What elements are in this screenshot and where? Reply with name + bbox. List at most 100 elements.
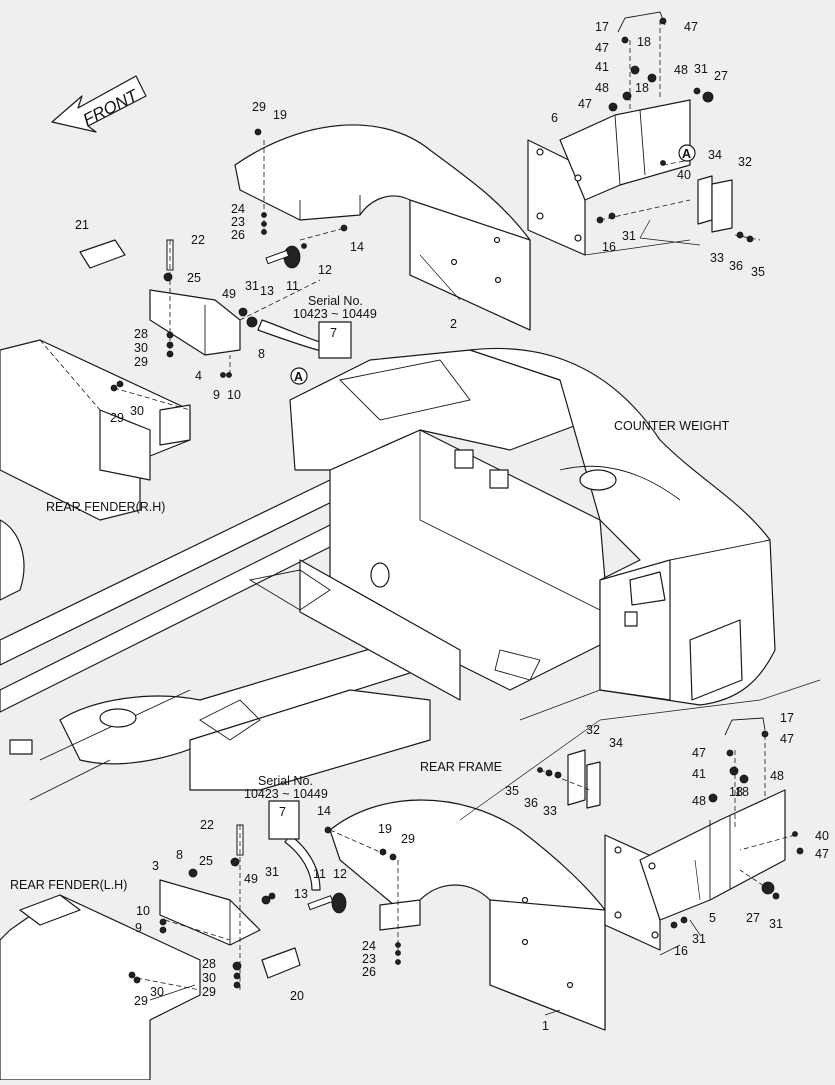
part-number: 28 [134,327,148,341]
rear-fender-rh-body [0,339,191,601]
part-number: 26 [362,965,376,979]
part-number: 34 [708,148,722,162]
part-number: 16 [602,240,616,254]
part-number: 21 [75,218,89,232]
part-number: 47 [595,41,609,55]
part-number: 11 [313,867,326,881]
fender-upper [234,124,531,331]
label-rear-frame: REAR FRAME [420,760,502,774]
part-number: 2 [450,317,457,331]
part-number: 23 [362,952,376,966]
part-number: 30 [150,985,164,999]
callout-marker-a-lower: A [290,367,308,385]
label-counter-weight: COUNTER WEIGHT [614,419,730,433]
part-number: 29 [110,411,124,425]
part-numbers-lower: 32 34 17 47 47 41 18 48 35 36 33 48 18 4… [134,711,829,1033]
part-number: 24 [362,939,376,953]
latch-20 [261,947,301,979]
part-number: 49 [244,872,258,886]
part-number: 19 [378,822,392,836]
part-number: 47 [815,847,829,861]
part-number: 31 [265,865,279,879]
part-number: 9 [135,921,142,935]
part-number: 36 [729,259,743,273]
part-number: 48 [674,63,688,77]
part-number: 3 [152,859,159,873]
part-number: 31 [694,62,708,76]
part-number: 18 [729,785,743,799]
part-number: 31 [692,932,706,946]
part-number: 25 [199,854,213,868]
serial-arrow-lower [284,834,321,891]
part-number: 34 [609,736,623,750]
part-number: 47 [692,746,706,760]
part-number: 28 [202,957,216,971]
part-number: 30 [134,341,148,355]
part-number: 4 [195,369,202,383]
rear-fender-lh-body [0,894,201,1081]
part-number: 47 [684,20,698,34]
part-number: 40 [815,829,829,843]
hinge-3 [159,879,261,946]
serial-lower-range: 10423 ~ 10449 [244,787,328,801]
part-number: 35 [505,784,519,798]
part-number: 20 [290,989,304,1003]
part-number: 14 [317,804,331,818]
part-number: 10 [136,904,150,918]
serial-upper-range: 10423 ~ 10449 [293,307,377,321]
part-numbers-upper: 17 47 47 18 41 18 48 31 27 48 47 6 34 32… [75,20,765,425]
part-number: 29 [401,832,415,846]
part-number: 22 [191,233,205,247]
handle-17-lower [724,717,766,736]
callout-marker-a-upper: A [678,144,696,162]
label-rear-fender-lh: REAR FENDER(L.H) [10,878,127,892]
part-number: 11 [286,279,299,293]
part-number: 8 [176,848,183,862]
part-number: 13 [294,887,308,901]
part-number: 14 [350,240,364,254]
rubber-pad-upper [697,175,733,233]
serial-lower-title: Serial No. [258,774,313,788]
part-number: 35 [751,265,765,279]
part-number: 49 [222,287,236,301]
serial-box-upper [318,321,352,359]
front-arrow: FRONT [51,75,147,133]
bolts [110,17,804,989]
part-number: 29 [134,355,148,369]
part-number: 10 [227,388,241,402]
part-number: 41 [595,60,609,74]
hinge-4 [149,289,241,356]
counter-weight [469,347,776,706]
handle-17-upper [617,11,666,33]
part-number: 30 [130,404,144,418]
part-number: 5 [709,911,716,925]
part-number: 9 [213,388,220,402]
latch-21 [79,239,126,269]
fender-lower [329,799,606,1031]
part-number: 27 [714,69,728,83]
part-number: 17 [595,20,609,34]
part-number: 24 [231,202,245,216]
serial-upper-part: 7 [330,326,337,340]
part-number: 29 [134,994,148,1008]
part-number: 17 [780,711,794,725]
serial-box-lower [268,800,300,840]
leader-lines [113,20,821,1016]
part-number: 33 [543,804,557,818]
roller-11-lower [331,892,347,914]
part-number: 16 [674,944,688,958]
svg-text:A: A [682,147,691,161]
part-number: 33 [710,251,724,265]
part-number: 18 [735,785,749,799]
part-number: 31 [622,229,636,243]
part-number: 29 [252,100,266,114]
part-number: 48 [692,794,706,808]
part-number: 36 [524,796,538,810]
part-number: 26 [231,228,245,242]
part-number: 47 [578,97,592,111]
part-number: 19 [273,108,287,122]
part-number: 18 [637,35,651,49]
part-number: 12 [333,867,347,881]
